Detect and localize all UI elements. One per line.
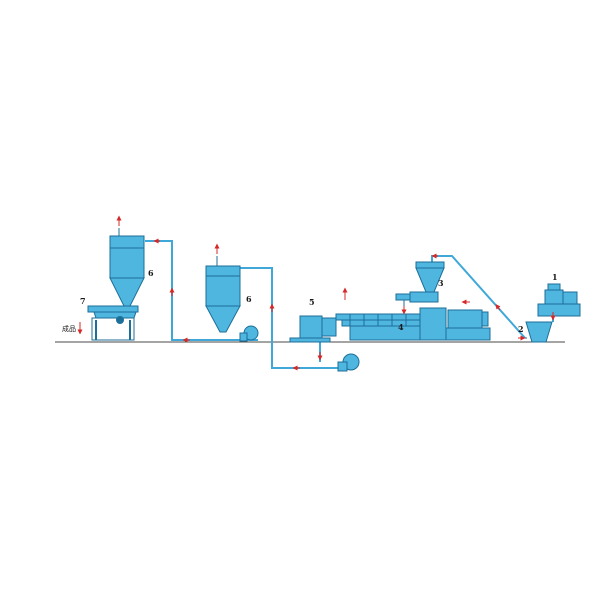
die-head-label: 5 [309, 297, 315, 307]
mixer: 1 [537, 272, 581, 317]
feed-hopper-label: 2 [518, 324, 524, 334]
product-label: 成品 [62, 324, 76, 333]
vibrating-screen-label: 7 [80, 296, 86, 306]
cyclone-second: 6 [205, 256, 252, 333]
cyclone-first: 6 [109, 228, 154, 307]
side-feeder: 3 [395, 261, 445, 314]
blower-second [337, 353, 360, 372]
pipe-network [123, 240, 554, 369]
mixer-label: 1 [552, 272, 558, 282]
twin-screw-extruder: 4 [335, 307, 491, 341]
blower-first [239, 325, 259, 342]
vibrating-screen: 7 成品 [62, 296, 139, 341]
cyclone-first-label: 6 [148, 268, 154, 278]
flow-arrows [77, 215, 556, 371]
die-head: 5 [289, 297, 337, 343]
side-feeder-label: 3 [438, 278, 444, 288]
feed-hopper: 2 [518, 321, 553, 343]
cyclone-second-label: 6 [246, 294, 252, 304]
twin-screw-extruder-label: 4 [398, 322, 404, 332]
